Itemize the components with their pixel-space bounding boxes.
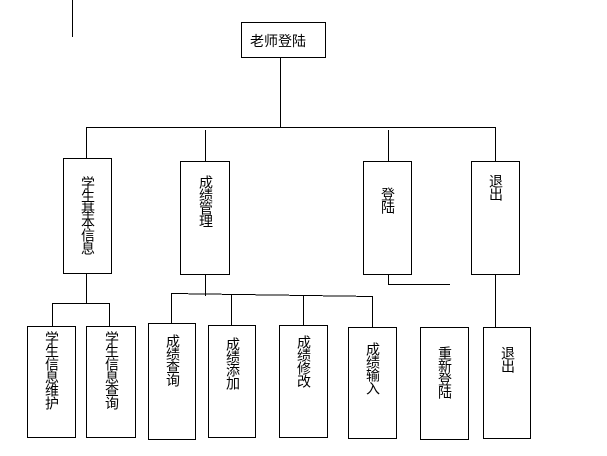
level1-label-exit: 退出 [487, 174, 503, 200]
level2-label-grade-query: 成绩查询 [164, 334, 180, 386]
level2-label-student-query: 学生信息查询 [103, 331, 119, 409]
level2-box-exit: 退出 [483, 327, 531, 439]
level2-label-grade-add: 成绩添加 [224, 337, 240, 389]
level1-box-grade-mgmt: 成绩管理 [180, 161, 230, 275]
level2-label-exit: 退出 [499, 346, 515, 372]
level2-label-grade-input: 成绩输入 [364, 342, 380, 394]
level1-box-exit: 退出 [471, 161, 520, 275]
level2-label-student-maintain: 学生信息维护 [43, 331, 59, 409]
connector-grade-bus [170, 293, 374, 297]
level1-label-grade-mgmt: 成绩管理 [197, 175, 213, 227]
level1-label-login: 登陆 [379, 187, 395, 213]
level2-box-student-maintain: 学生信息维护 [27, 326, 76, 438]
level1-box-student-info: 学生基本信息 [63, 158, 112, 274]
level1-label-student-info: 学生基本信息 [79, 176, 95, 254]
level2-box-grade-modify: 成绩修改 [279, 325, 328, 438]
level2-box-grade-input: 成绩输入 [348, 327, 397, 439]
root-box: 老师登陆 [241, 22, 326, 58]
level2-label-relogin: 重新登陆 [436, 346, 452, 398]
root-label: 老师登陆 [250, 34, 306, 50]
level2-label-grade-modify: 成绩修改 [295, 335, 311, 387]
level2-box-grade-add: 成绩添加 [208, 325, 256, 438]
level2-box-student-query: 学生信息查询 [86, 326, 136, 438]
level1-box-login: 登陆 [363, 161, 412, 275]
level2-box-grade-query: 成绩查询 [148, 323, 196, 440]
level2-box-relogin: 重新登陆 [420, 327, 469, 440]
